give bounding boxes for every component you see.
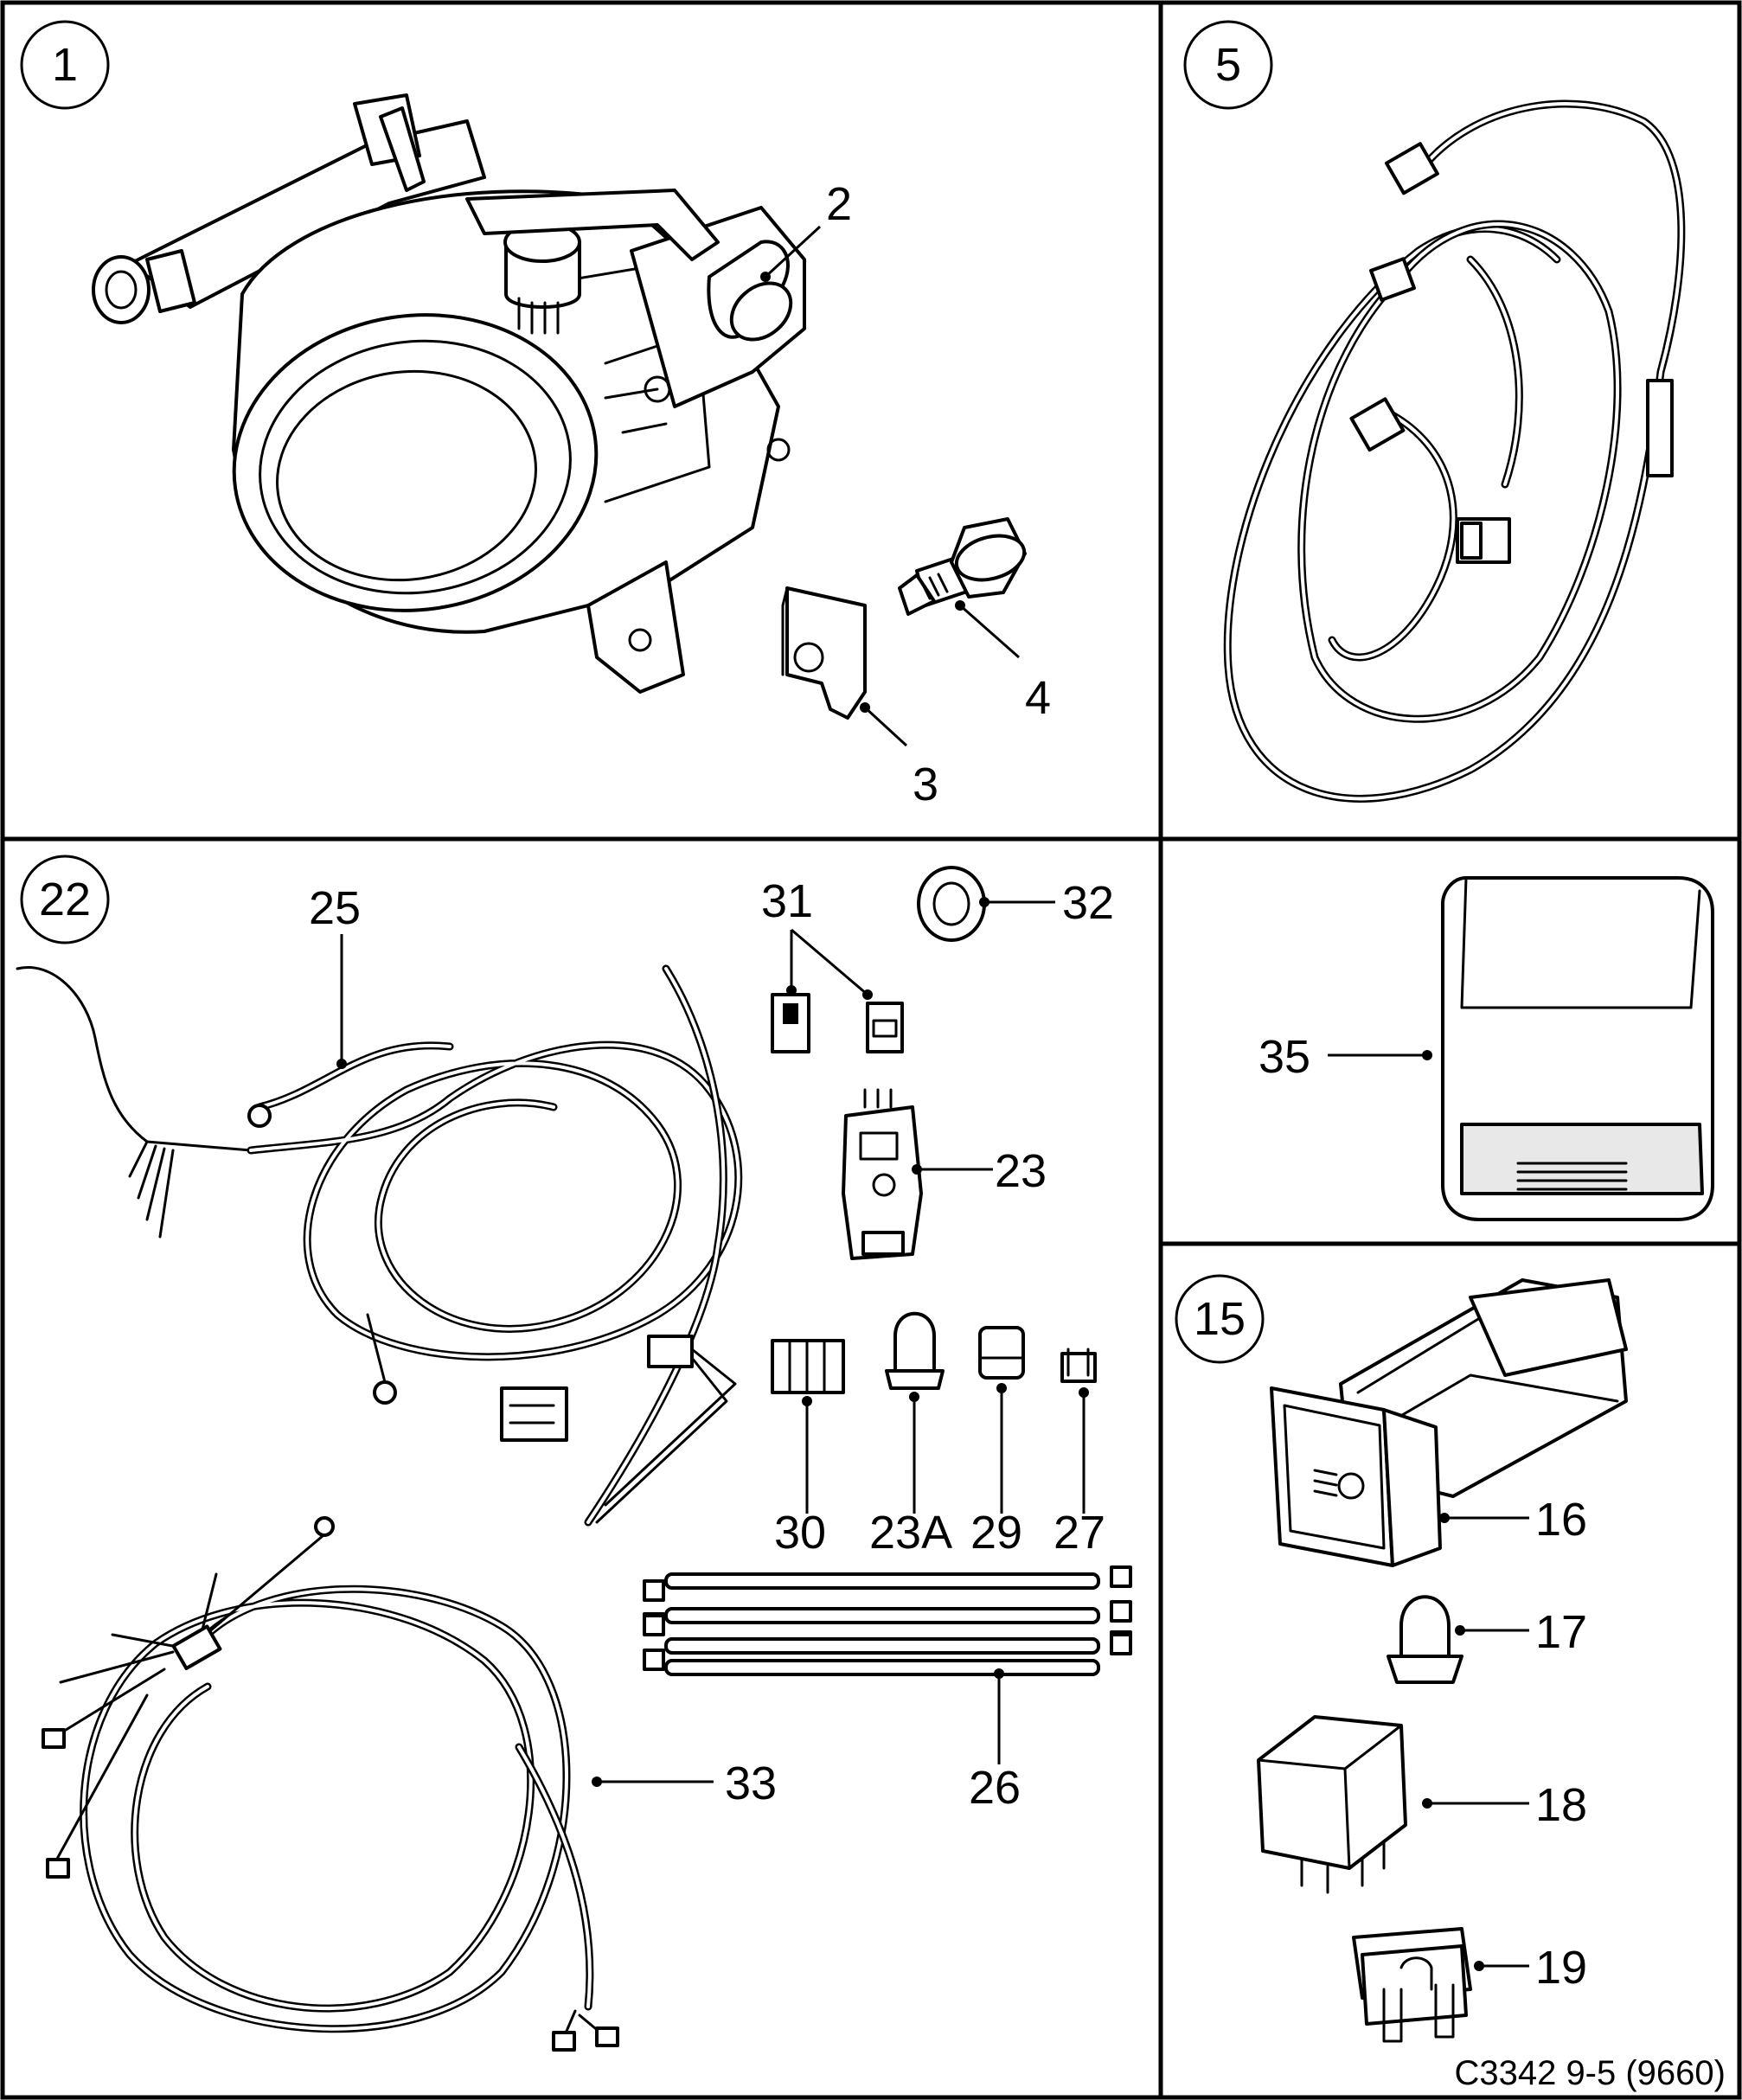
callout-23: 23 bbox=[995, 1145, 1047, 1197]
callout-26: 26 bbox=[969, 1762, 1021, 1814]
cap-29 bbox=[978, 1326, 1025, 1380]
callout-4: 4 bbox=[1025, 672, 1051, 724]
cable-ties-26 bbox=[643, 1565, 1132, 1676]
callout-23a: 23A bbox=[869, 1507, 952, 1559]
fog-lamp-switch-16 bbox=[1270, 1278, 1628, 1567]
panel-badge-5: 5 bbox=[1183, 20, 1273, 110]
figure-code: C3342 9-5 (9660) bbox=[1454, 2054, 1726, 2092]
callout-29: 29 bbox=[970, 1507, 1022, 1559]
callout-27: 27 bbox=[1054, 1507, 1105, 1559]
bulb-holder-23a bbox=[885, 1311, 945, 1390]
panel-15-switch-kit: 15 16 17 18 bbox=[1175, 1274, 1726, 2092]
callout-3: 3 bbox=[913, 759, 938, 810]
panel-22-accessory-kit: 22 25 bbox=[16, 855, 1132, 2052]
grommet-32 bbox=[917, 866, 986, 942]
harness-5-connectors bbox=[1349, 142, 1674, 564]
panel-badge-1: 1 bbox=[20, 20, 110, 110]
callout-17: 17 bbox=[1535, 1606, 1587, 1658]
callout-2: 2 bbox=[826, 178, 852, 230]
harness-33 bbox=[42, 1516, 619, 2052]
callout-31: 31 bbox=[761, 875, 813, 927]
panel-badge-15: 15 bbox=[1175, 1274, 1265, 1364]
panel-badge-22: 22 bbox=[20, 855, 110, 944]
callout-16: 16 bbox=[1535, 1494, 1587, 1546]
relay-socket-23 bbox=[842, 1088, 923, 1260]
harness-25 bbox=[16, 964, 743, 1527]
bulb-17 bbox=[1387, 1595, 1463, 1684]
lamp-bracket bbox=[92, 93, 486, 324]
panel-35-cover: 35 bbox=[1258, 876, 1714, 1221]
callout-35: 35 bbox=[1258, 1031, 1310, 1083]
callout-18: 18 bbox=[1535, 1779, 1587, 1831]
cover-35 bbox=[1441, 876, 1714, 1221]
bolt-4 bbox=[898, 517, 1027, 616]
callout-33: 33 bbox=[725, 1757, 777, 1809]
panel-1-fog-lamp: 1 bbox=[20, 20, 1051, 810]
clip-nut-3 bbox=[781, 586, 867, 720]
callout-19: 19 bbox=[1535, 1942, 1587, 1994]
svg-text:22: 22 bbox=[39, 874, 91, 925]
callout-25: 25 bbox=[309, 882, 361, 934]
svg-text:1: 1 bbox=[52, 39, 78, 91]
fuse-27 bbox=[1060, 1348, 1097, 1383]
harness-5-wires bbox=[1223, 99, 1686, 803]
connector-30 bbox=[771, 1339, 845, 1394]
svg-text:15: 15 bbox=[1194, 1293, 1246, 1345]
callout-32: 32 bbox=[1062, 877, 1114, 929]
adjuster-screw-2 bbox=[465, 189, 793, 342]
terminal-pins-31 bbox=[771, 993, 904, 1053]
fuse-19 bbox=[1352, 1927, 1472, 2043]
callout-30: 30 bbox=[774, 1507, 826, 1559]
svg-text:5: 5 bbox=[1215, 39, 1241, 91]
panel-5-wiring-harness: 5 bbox=[1183, 20, 1686, 803]
relay-18 bbox=[1257, 1715, 1407, 1894]
